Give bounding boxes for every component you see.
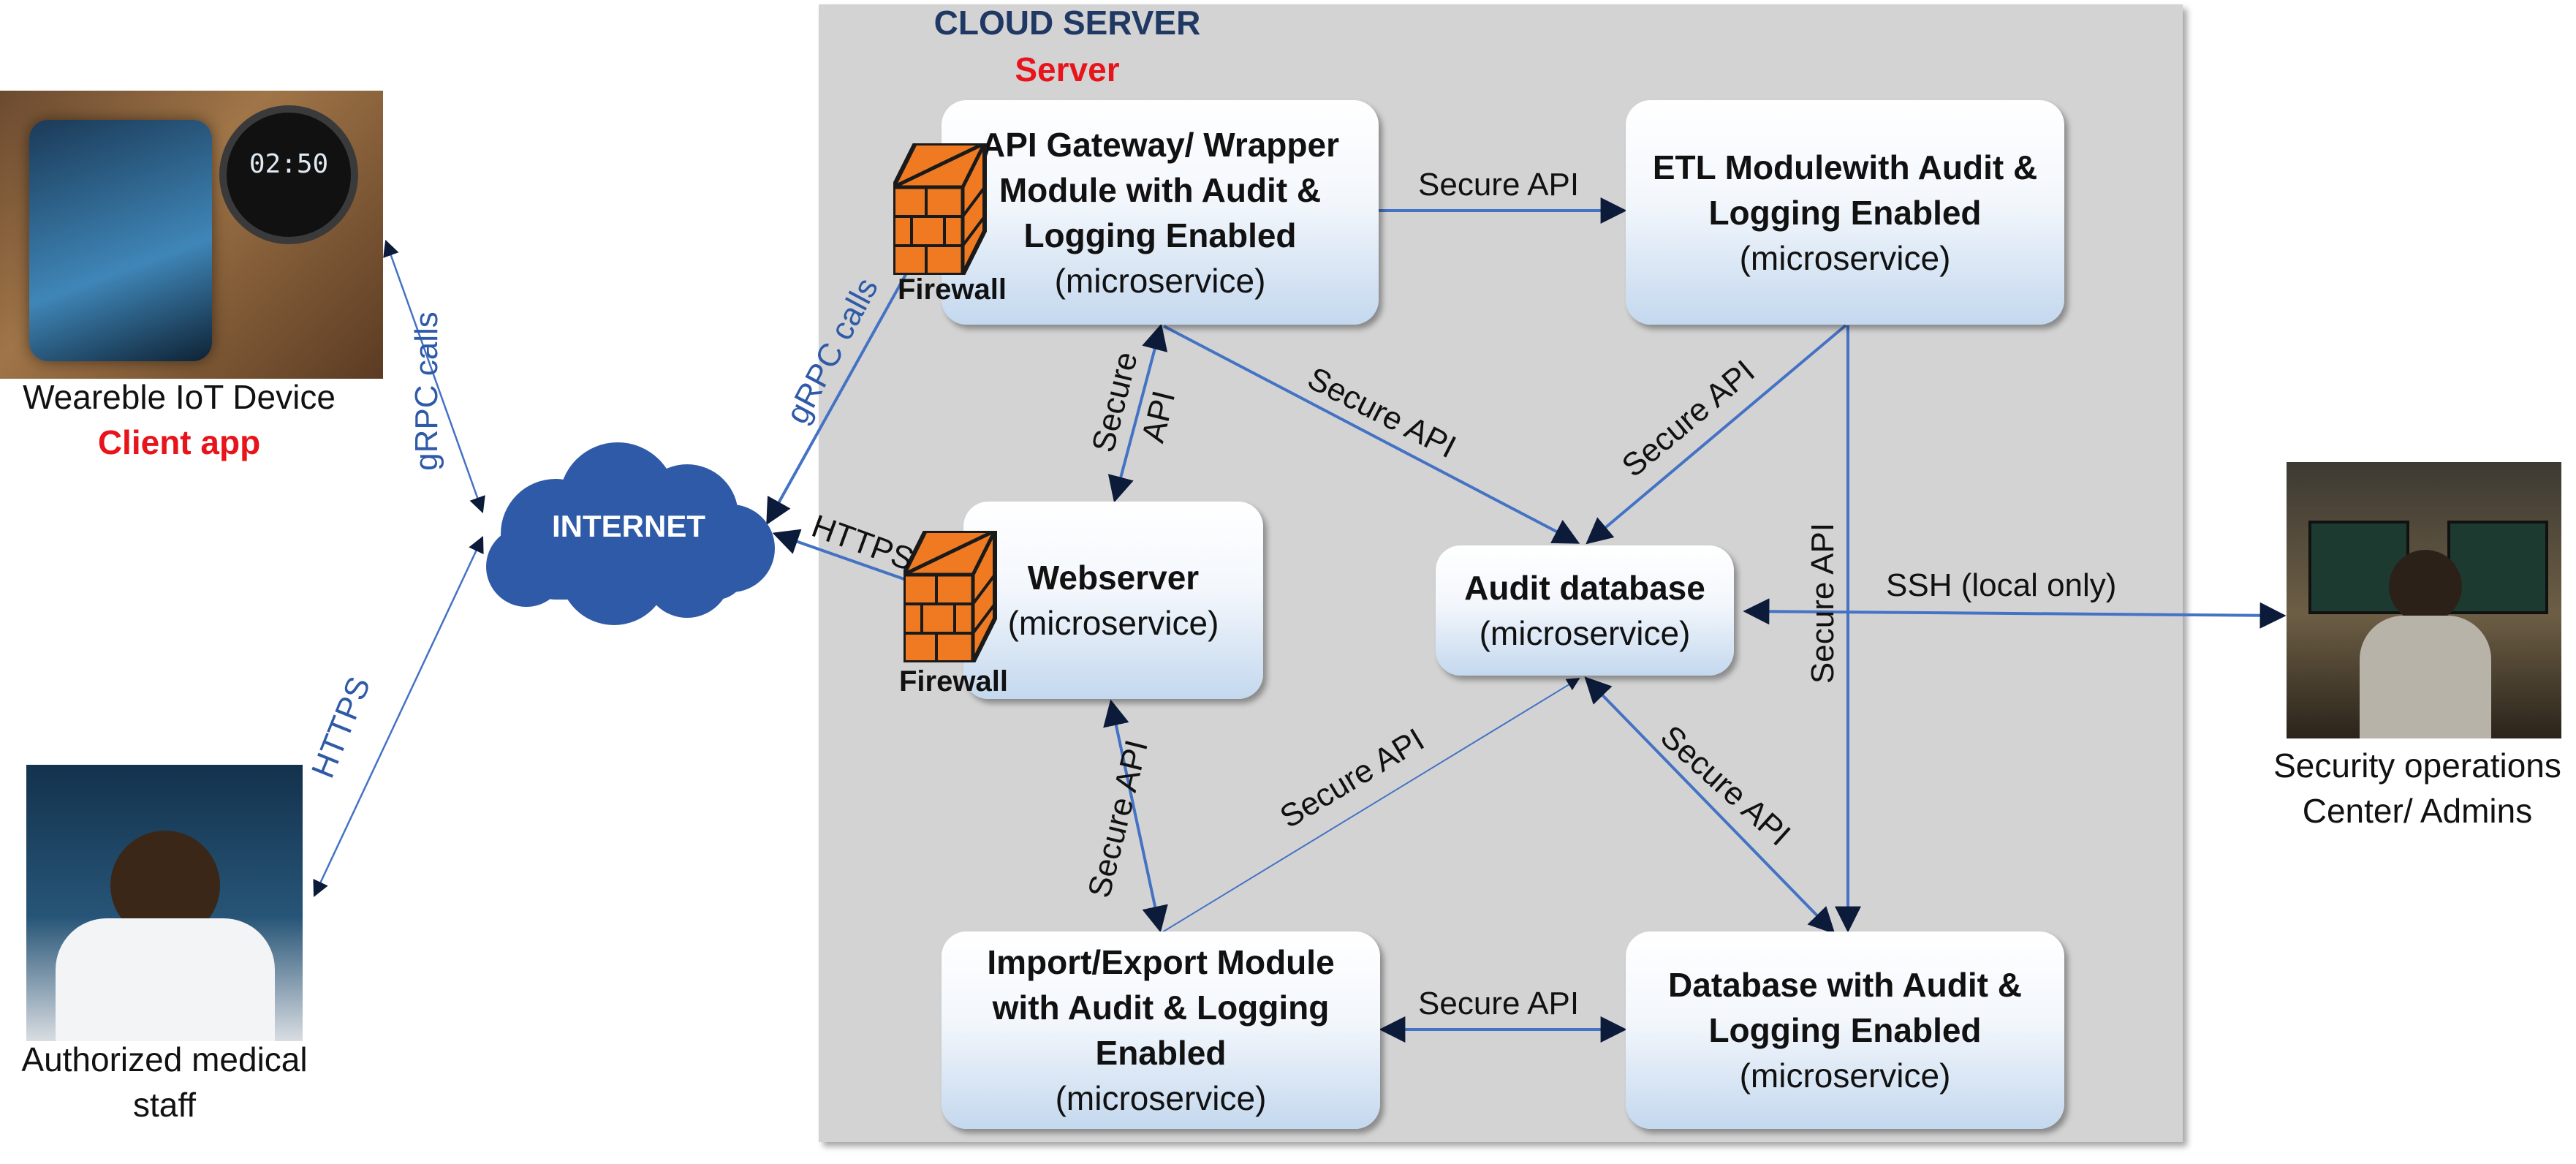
internet-label: INTERNET: [552, 509, 705, 543]
webserver-sub: (microservice): [1007, 604, 1219, 642]
edge-staff-internet: [313, 535, 484, 898]
edge-label-importexport-database: Secure API: [1418, 986, 1580, 1021]
etl-node: ETL Modulewith Audit & Logging Enabled (…: [1626, 100, 2064, 325]
database-sub: (microservice): [1739, 1057, 1951, 1095]
api-gateway-title-2: Module with Audit &: [999, 170, 1322, 209]
phone-shape: [29, 120, 212, 361]
database-title-1: Database with Audit &: [1668, 966, 2022, 1004]
api-gateway-title-1: API Gateway/ Wrapper: [981, 125, 1339, 164]
watch-time: 02:50: [249, 149, 329, 179]
import-export-title-2: with Audit & Logging: [992, 989, 1330, 1027]
soc-image: [2287, 462, 2561, 738]
edge-label-ssh: SSH (local only): [1886, 567, 2117, 603]
import-export-title-1: Import/Export Module: [987, 943, 1335, 981]
medical-staff-label-1: Authorized medical: [21, 1040, 308, 1078]
soc-caption: Security operations Center/ Admins: [2259, 743, 2576, 834]
firewall-top-icon: [893, 143, 987, 275]
soc-monitor-right: [2447, 521, 2548, 614]
iot-device-image: 02:50: [0, 91, 383, 379]
staff-coat-shape: [56, 918, 275, 1041]
database-node: Database with Audit & Logging Enabled (m…: [1626, 931, 2064, 1129]
audit-database-node: Audit database (microservice): [1436, 545, 1734, 676]
audit-database-title: Audit database: [1464, 569, 1705, 607]
edge-label-gateway-etl: Secure API: [1418, 167, 1580, 203]
soc-label-2: Center/ Admins: [2302, 792, 2533, 830]
database-title-2: Logging Enabled: [1708, 1011, 1982, 1049]
edge-label-etl-database: Secure API: [1805, 522, 1841, 684]
webserver-node: Webserver (microservice): [963, 502, 1263, 699]
edge-webserver-importexport: [1103, 699, 1168, 933]
soc-label-1: Security operations: [2273, 747, 2561, 785]
edge-iot-internet: [383, 239, 485, 514]
api-gateway-node: API Gateway/ Wrapper Module with Audit &…: [942, 100, 1379, 325]
client-app-label: Client app: [97, 423, 261, 461]
server-label: Server: [1015, 50, 1120, 88]
watch-shape: [219, 105, 358, 244]
edge-gateway-auditdb: [1163, 325, 1580, 544]
soc-head-shape: [2389, 550, 2462, 623]
api-gateway-title-3: Logging Enabled: [1023, 216, 1297, 254]
etl-sub: (microservice): [1739, 238, 1951, 277]
firewall-middle-icon: [904, 531, 997, 662]
iot-device-caption: Weareble IoT Device Client app: [0, 374, 358, 465]
edge-label-grpc-left: gRPC calls: [408, 311, 444, 471]
import-export-sub: (microservice): [1055, 1079, 1267, 1117]
import-export-title-3: Enabled: [1095, 1034, 1227, 1072]
medical-staff-image: [26, 765, 303, 1041]
cloud-server-title: CLOUD SERVER: [933, 4, 1201, 42]
medical-staff-caption: Authorized medical staff: [0, 1037, 329, 1127]
audit-database-sub: (microservice): [1479, 614, 1691, 652]
edge-soc-auditdb: [1743, 598, 2287, 629]
edge-gateway-webserver: [1107, 323, 1168, 503]
internet-cloud-icon: [486, 442, 775, 625]
edge-database-auditdb: [1584, 676, 1836, 934]
edge-importexport-auditdb: [1162, 678, 1580, 933]
api-gateway-sub: (microservice): [1054, 261, 1266, 300]
edge-etl-auditdb: [1586, 324, 1847, 545]
etl-title-2: Logging Enabled: [1708, 193, 1982, 232]
firewall-middle-label: Firewall: [899, 665, 1008, 698]
webserver-title: Webserver: [1027, 559, 1200, 597]
import-export-node: Import/Export Module with Audit & Loggin…: [942, 931, 1380, 1129]
etl-title-1: ETL Modulewith Audit &: [1652, 148, 2038, 186]
soc-body-shape: [2360, 616, 2491, 738]
iot-device-label: Weareble IoT Device: [23, 378, 336, 416]
firewall-top-label: Firewall: [898, 273, 1007, 306]
medical-staff-label-2: staff: [132, 1086, 197, 1124]
